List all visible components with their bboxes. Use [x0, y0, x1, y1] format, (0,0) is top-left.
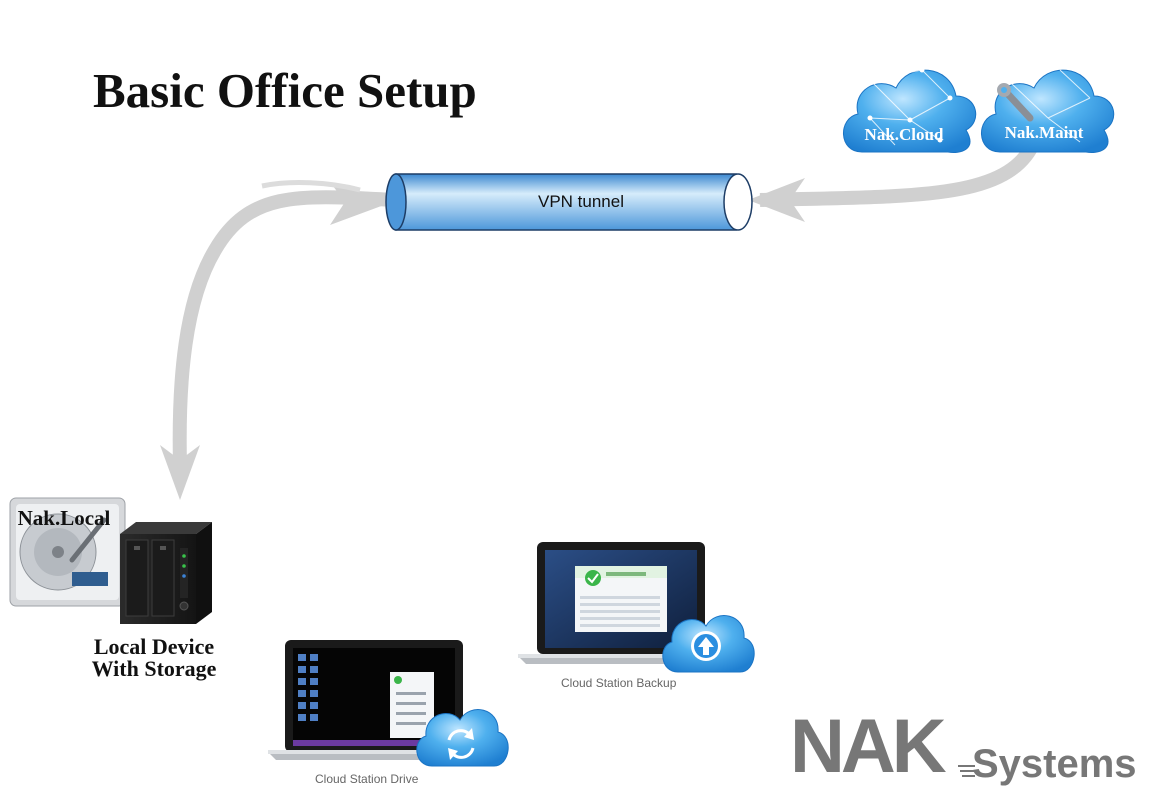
nak-systems-logo: NAK Systems — [790, 704, 1137, 789]
vpn-tunnel-label: VPN tunnel — [538, 192, 624, 211]
connection-arrows — [160, 137, 1042, 500]
local-device-caption: Local Device With Storage — [74, 636, 234, 680]
logo-nak: NAK — [790, 704, 947, 789]
cloud-station-backup-laptop — [518, 542, 755, 673]
wrench-icon — [997, 83, 1034, 122]
logo-systems: Systems — [972, 742, 1137, 786]
tunnel-to-local-arrow — [172, 190, 396, 466]
nak-local-label: Nak.Local — [18, 506, 111, 530]
vpn-tunnel: VPN tunnel — [385, 173, 753, 231]
nak-cloud-label: Nak.Cloud — [865, 125, 944, 144]
local-device: Nak.Local — [9, 497, 212, 624]
nas-device-icon — [120, 522, 212, 624]
cloud-station-drive-caption: Cloud Station Drive — [315, 772, 419, 786]
page-title: Basic Office Setup — [93, 63, 477, 118]
arrow-head-down — [160, 445, 200, 500]
upload-cloud-icon — [662, 615, 755, 673]
arrow-head-right — [748, 178, 805, 222]
caption-line-2: With Storage — [91, 656, 217, 681]
nak-cloud: Nak.Cloud — [843, 67, 977, 153]
sync-cloud-icon — [416, 709, 509, 767]
cloud-station-backup-caption: Cloud Station Backup — [561, 676, 677, 690]
cloud-station-drive-laptop — [268, 640, 509, 767]
hard-drive-icon — [9, 497, 126, 607]
cloud-to-tunnel-arrow — [759, 137, 1042, 207]
nak-maint: Nak.Maint — [981, 69, 1115, 153]
wrench-cloud-icon — [981, 69, 1115, 153]
caption-line-1: Local Device — [93, 634, 215, 659]
nak-maint-label: Nak.Maint — [1005, 123, 1084, 142]
arrow-head-left — [330, 182, 392, 225]
